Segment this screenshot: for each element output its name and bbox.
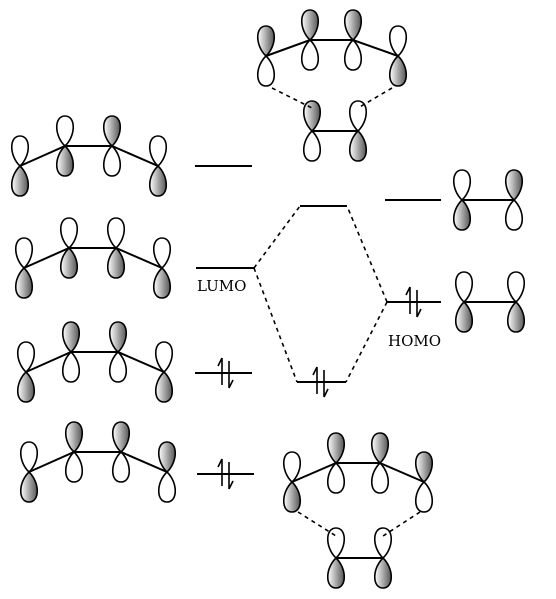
- hexatriene-psi4-p-orbital: [148, 135, 168, 197]
- combined-bottom-hexatriene-bond: [291, 462, 425, 483]
- hexatriene-psi3-p-orbital: [59, 217, 79, 279]
- hexatriene-psi4-p-orbital: [55, 115, 75, 177]
- hexatriene-psi3-p-orbital: [152, 237, 172, 299]
- correlation-line-lumo-up: [253, 205, 301, 269]
- hexatriene-psi4-p-orbital: [10, 135, 30, 197]
- hexatriene-psi1-p-orbital: [19, 441, 39, 503]
- hexatriene-psi3-p-orbital: [14, 237, 34, 299]
- hexatriene-psi2-p-orbital: [108, 321, 128, 383]
- correlation-line-lumo-down: [253, 267, 298, 383]
- hexatriene-psi2-p-orbital: [16, 341, 36, 403]
- hexatriene-psi3-bond: [23, 247, 163, 269]
- hexatriene-psi2-p-orbital: [61, 321, 81, 383]
- electron-pair-bonding: [312, 366, 329, 398]
- ethylene-homo-p-orbital: [506, 271, 526, 333]
- combined-bottom-p-orbital: [370, 432, 390, 494]
- hexatriene-psi4-p-orbital: [102, 115, 122, 177]
- homo-label: HOMO: [388, 332, 441, 350]
- combined-top-p-orbital: [343, 9, 363, 71]
- hexatriene-psi1-p-orbital: [64, 421, 84, 483]
- lumo-label: LUMO: [197, 277, 246, 295]
- ethylene-homo-p-orbital: [454, 271, 474, 333]
- combined-top-p-orbital: [348, 100, 368, 162]
- combined-bottom-p-orbital: [282, 451, 302, 513]
- combined-bottom-p-orbital: [326, 527, 346, 589]
- correlation-line-homo-down: [345, 301, 388, 383]
- combined-bottom-p-orbital: [414, 451, 434, 513]
- hexatriene-psi4-bond: [19, 145, 159, 167]
- combined-top-p-orbital: [300, 9, 320, 71]
- combined-bottom-p-orbital: [373, 527, 393, 589]
- combined-top-p-orbital: [388, 25, 408, 87]
- electron-pair-psi1: [217, 458, 234, 490]
- ethylene-pi-star-p-orbital: [504, 169, 524, 231]
- combined-bottom-p-orbital: [326, 432, 346, 494]
- hexatriene-psi1-bond: [28, 451, 168, 473]
- hexatriene-psi2-p-orbital: [154, 341, 174, 403]
- combined-top-p-orbital: [256, 25, 276, 87]
- hexatriene-psi1-p-orbital: [157, 441, 177, 503]
- combined-top-dashed-bond: [357, 87, 393, 109]
- orbital-drawings: [10, 9, 526, 589]
- hexatriene-psi3-p-orbital: [106, 217, 126, 279]
- ethylene-pi-star-p-orbital: [452, 169, 472, 231]
- correlation-line-homo-up: [346, 205, 388, 303]
- electron-pair-homo: [405, 286, 422, 318]
- combined-top-p-orbital: [302, 100, 322, 162]
- hexatriene-psi2-bond: [25, 351, 165, 373]
- hexatriene-psi1-p-orbital: [111, 421, 131, 483]
- electron-pair-psi2: [217, 357, 234, 389]
- combined-top-hexatriene-bond: [265, 39, 399, 57]
